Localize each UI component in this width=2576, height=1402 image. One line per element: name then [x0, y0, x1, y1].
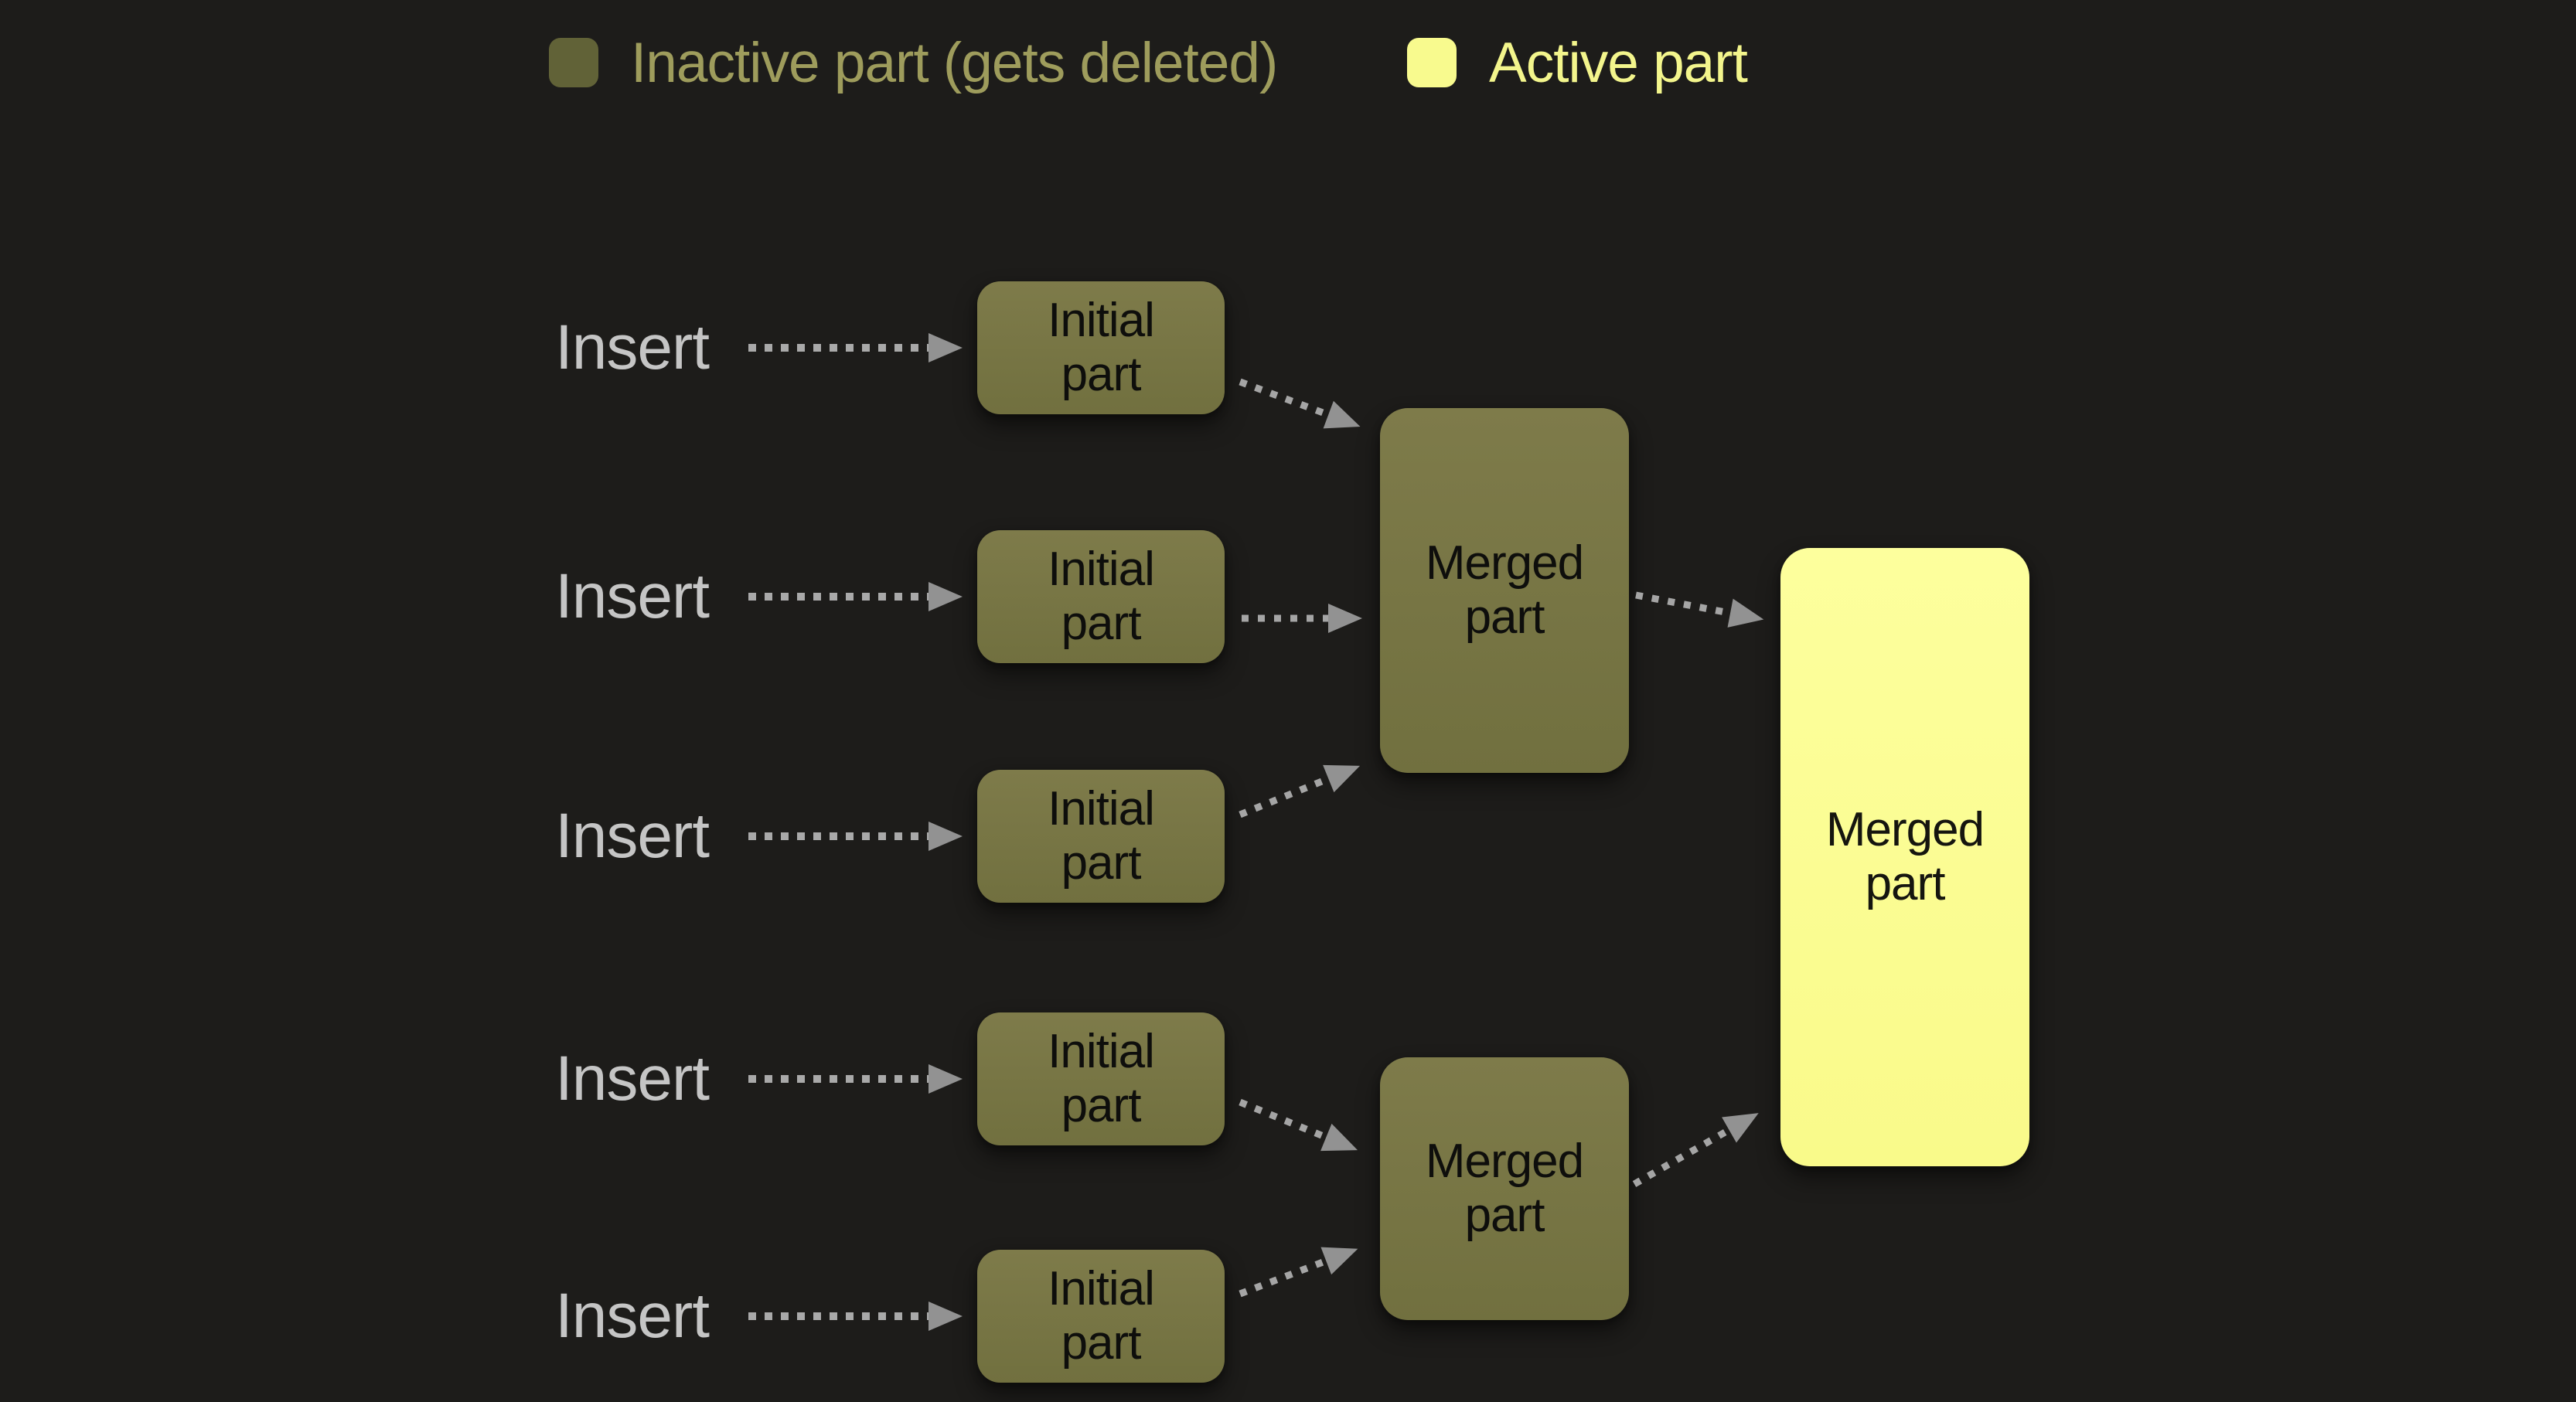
final-merged-part-box: Merged part: [1780, 548, 2029, 1166]
initial-part-box-2: Initial part: [977, 530, 1225, 663]
box-label-line: Merged: [1425, 1135, 1584, 1188]
insert-label-4: Insert: [555, 1043, 710, 1114]
initial-part-box-1: Initial part: [977, 281, 1225, 414]
box-label-line: part: [1464, 1189, 1545, 1242]
box-label-line: Merged: [1425, 536, 1584, 590]
box-label-line: part: [1061, 348, 1142, 401]
box-label-line: part: [1061, 1079, 1142, 1132]
box-label-line: Initial: [1048, 782, 1155, 835]
merged-part-box-1: Merged part: [1380, 408, 1629, 773]
box-label-line: part: [1865, 857, 1946, 910]
arrow-initial3-to-merged1: [1239, 764, 1361, 818]
insert-label-1: Insert: [555, 312, 710, 383]
box-label-line: part: [1464, 590, 1545, 644]
legend-label-active: Active part: [1489, 31, 1748, 94]
arrow-merged2-to-final: [1632, 1113, 1759, 1187]
box-label-line: Initial: [1048, 1025, 1155, 1078]
box-label-line: Initial: [1048, 543, 1155, 596]
box-label-line: part: [1061, 836, 1142, 890]
box-label-line: Merged: [1825, 803, 1985, 856]
box-label-line: Initial: [1048, 1262, 1155, 1315]
legend-item-inactive: Inactive part (gets deleted): [549, 32, 1278, 94]
inactive-swatch-icon: [549, 38, 598, 87]
arrow-initial4-to-merged2: [1239, 1098, 1358, 1152]
active-swatch-icon: [1407, 38, 1457, 87]
initial-part-box-3: Initial part: [977, 770, 1225, 903]
arrow-merged1-to-final: [1635, 591, 1764, 628]
insert-label-3: Insert: [555, 801, 710, 871]
box-label-line: Initial: [1048, 294, 1155, 347]
merged-part-box-2: Merged part: [1380, 1057, 1629, 1320]
initial-part-box-4: Initial part: [977, 1012, 1225, 1145]
legend-item-active: Active part: [1407, 32, 1748, 94]
box-label-line: part: [1061, 1316, 1142, 1370]
insert-label-2: Insert: [555, 561, 710, 631]
arrow-initial1-to-merged1: [1239, 378, 1361, 429]
legend-label-inactive: Inactive part (gets deleted): [631, 31, 1278, 94]
initial-part-box-5: Initial part: [977, 1250, 1225, 1383]
insert-label-5: Insert: [555, 1281, 710, 1351]
box-label-line: part: [1061, 597, 1142, 650]
arrow-initial5-to-merged2: [1239, 1247, 1358, 1298]
